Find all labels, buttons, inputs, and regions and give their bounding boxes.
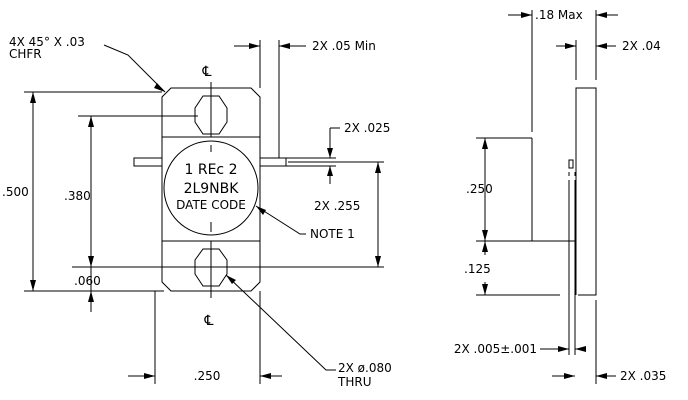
arrowhead-gap-left	[249, 43, 260, 49]
arrowhead-note	[256, 206, 266, 215]
arrowhead-max-right	[596, 12, 607, 18]
max-thickness-dimension: .18 Max	[535, 8, 583, 22]
arrowhead-max-left	[521, 12, 532, 18]
hole-note-line2: THRU	[337, 375, 371, 389]
hole-note-line1: 2X ø.080	[338, 361, 392, 375]
arrowhead-tab-left	[565, 43, 576, 49]
side-lead-top	[568, 159, 574, 169]
lead-thickness-dimension: 2X .025	[344, 121, 390, 135]
note-leader	[255, 205, 306, 235]
chamfer-note-line1: 4X 45° X .03	[9, 35, 85, 49]
top-mounting-hole	[194, 95, 228, 135]
arrowhead-offset-top	[482, 241, 488, 252]
hole-note-leader	[225, 274, 336, 371]
lead-gap-dimension: 2X .05 Min	[312, 39, 376, 53]
arrowhead-lead-position-top	[375, 162, 381, 173]
hole-edge-dimension: .060	[74, 274, 101, 288]
arrowhead-lead-thk-left	[558, 346, 569, 352]
arrowhead-lead-thickness-top	[327, 148, 333, 158]
chamfer-leader	[103, 44, 166, 93]
marking-line-3: DATE CODE	[176, 198, 246, 212]
hole-spacing-dimension: .380	[64, 189, 91, 203]
arrowhead-spacing-top	[88, 116, 94, 127]
arrowhead-lead-width-left	[564, 373, 575, 379]
side-profile-outline	[531, 87, 597, 296]
marking-line-1: 1 REc 2	[185, 162, 238, 178]
arrowhead-body-top	[482, 138, 488, 149]
marking-circle	[163, 140, 259, 236]
arrowhead-spacing-bottom	[88, 256, 94, 267]
arrowhead-gap-right	[279, 43, 290, 49]
right-lead	[259, 157, 287, 167]
arrowhead-hole	[226, 275, 236, 284]
arrowhead-lead-position-bottom	[375, 256, 381, 267]
lead-position-dimension: 2X .255	[314, 199, 360, 213]
side-lead-width-dimension: 2X .035	[620, 369, 666, 383]
offset-dimension: .125	[464, 262, 491, 276]
marking-line-2: 2L9NBK	[184, 181, 240, 197]
bottom-mounting-hole	[194, 248, 228, 287]
arrowhead-lead-thk-right	[575, 346, 586, 352]
tab-thickness-dimension: 2X .04	[622, 39, 661, 53]
note-callout: NOTE 1	[310, 227, 355, 241]
front-view: 4X 45° X .03 CHFR ℄ ℄ 2X .05 Min 2X .025…	[2, 35, 392, 389]
arrowhead-hole-edge-bottom	[88, 291, 94, 302]
arrowhead-lead-thickness-bottom	[327, 166, 333, 176]
arrowhead-body-bottom	[482, 230, 488, 241]
centerline-symbol-bottom: ℄	[204, 313, 214, 329]
chamfer-note-line2: CHFR	[9, 47, 42, 61]
arrowhead-height-top	[30, 92, 36, 103]
body-height-dimension: .250	[466, 182, 493, 196]
arrowhead-offset-bottom	[482, 284, 488, 295]
side-lead-thickness-dimension: 2X .005±.001	[454, 342, 537, 356]
arrowhead-width-right	[260, 373, 271, 379]
arrowhead-chamfer	[154, 83, 165, 92]
centerline-symbol-top: ℄	[202, 64, 212, 80]
side-view: .18 Max 2X .04 .250 .125 2X .005±.001 2X…	[454, 8, 666, 384]
arrowhead-height-bottom	[30, 280, 36, 291]
arrowhead-width-left	[144, 373, 155, 379]
height-dimension: .500	[2, 185, 29, 199]
width-dimension: .250	[194, 369, 221, 383]
arrowhead-lead-width-right	[596, 373, 607, 379]
left-lead	[133, 157, 163, 167]
arrowhead-tab-right	[596, 43, 607, 49]
